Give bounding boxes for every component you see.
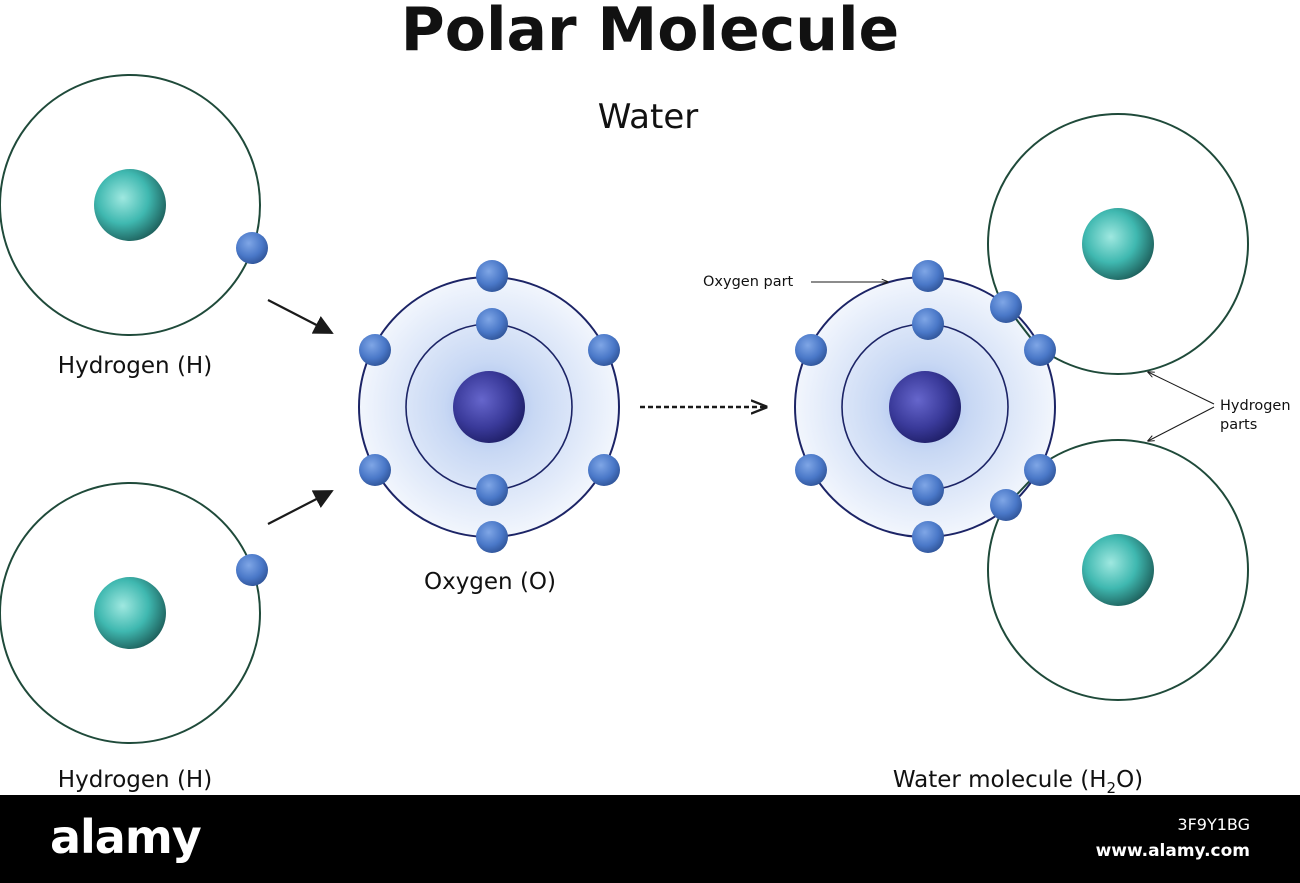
water-molecule-label-suffix: O) bbox=[1116, 767, 1143, 793]
hydrogen-parts-pointer-bottom bbox=[1148, 406, 1215, 441]
electron bbox=[912, 474, 944, 506]
electron bbox=[912, 308, 944, 340]
electron bbox=[476, 308, 508, 340]
hydrogen-part-nucleus-top bbox=[1082, 208, 1154, 280]
site-url: www.alamy.com bbox=[1095, 841, 1250, 861]
water-molecule bbox=[794, 113, 1249, 701]
hydrogen-parts-label: Hydrogen parts bbox=[1220, 398, 1295, 433]
oxygen-atom bbox=[358, 260, 620, 553]
electron bbox=[990, 489, 1022, 521]
subtitle: Water bbox=[598, 97, 699, 137]
hydrogen-part-nucleus-bottom bbox=[1082, 534, 1154, 606]
oxygen-part-nucleus bbox=[889, 371, 961, 443]
electron bbox=[1024, 334, 1056, 366]
water-molecule-label: Water molecule (H2O) bbox=[893, 767, 1143, 795]
electron bbox=[1024, 454, 1056, 486]
polar-molecule-diagram: Polar Molecule Water Hydrogen (H) Hydrog… bbox=[0, 0, 1295, 795]
electron bbox=[912, 260, 944, 292]
oxygen-nucleus bbox=[453, 371, 525, 443]
electron bbox=[476, 260, 508, 292]
electron bbox=[476, 474, 508, 506]
hydrogen-nucleus bbox=[94, 577, 166, 649]
electron bbox=[990, 291, 1022, 323]
arrow-top-to-oxygen bbox=[267, 299, 334, 334]
water-molecule-label-subscript: 2 bbox=[1107, 779, 1117, 795]
hydrogen-orbit bbox=[0, 482, 261, 744]
hydrogen-parts-pointer-top bbox=[1148, 372, 1215, 405]
electron bbox=[359, 454, 391, 486]
watermark-bar: alamy 3F9Y1BG www.alamy.com bbox=[0, 795, 1300, 883]
hydrogen-nucleus bbox=[94, 169, 166, 241]
electron bbox=[588, 334, 620, 366]
electron bbox=[588, 454, 620, 486]
hydrogen-orbit bbox=[0, 74, 261, 336]
electron bbox=[912, 521, 944, 553]
image-code: 3F9Y1BG bbox=[1177, 815, 1250, 834]
oxygen-part-label: Oxygen part bbox=[703, 274, 794, 290]
hydrogen-top-label: Hydrogen (H) bbox=[58, 353, 212, 379]
arrow-bottom-to-oxygen bbox=[267, 490, 334, 525]
electron bbox=[359, 334, 391, 366]
electron bbox=[236, 232, 268, 264]
electron bbox=[795, 454, 827, 486]
electron bbox=[476, 521, 508, 553]
water-molecule-label-prefix: Water molecule (H bbox=[893, 767, 1107, 793]
page-title: Polar Molecule bbox=[401, 0, 899, 65]
hydrogen-bottom-label: Hydrogen (H) bbox=[58, 767, 212, 793]
electron bbox=[795, 334, 827, 366]
oxygen-label: Oxygen (O) bbox=[424, 569, 556, 595]
hydrogen-parts-line1: Hydrogen bbox=[1220, 398, 1291, 414]
hydrogen-atom-bottom bbox=[0, 482, 268, 744]
hydrogen-parts-line2: parts bbox=[1220, 417, 1257, 433]
electron bbox=[236, 554, 268, 586]
brand-logo: alamy bbox=[50, 810, 202, 864]
hydrogen-atom-top bbox=[0, 74, 268, 336]
